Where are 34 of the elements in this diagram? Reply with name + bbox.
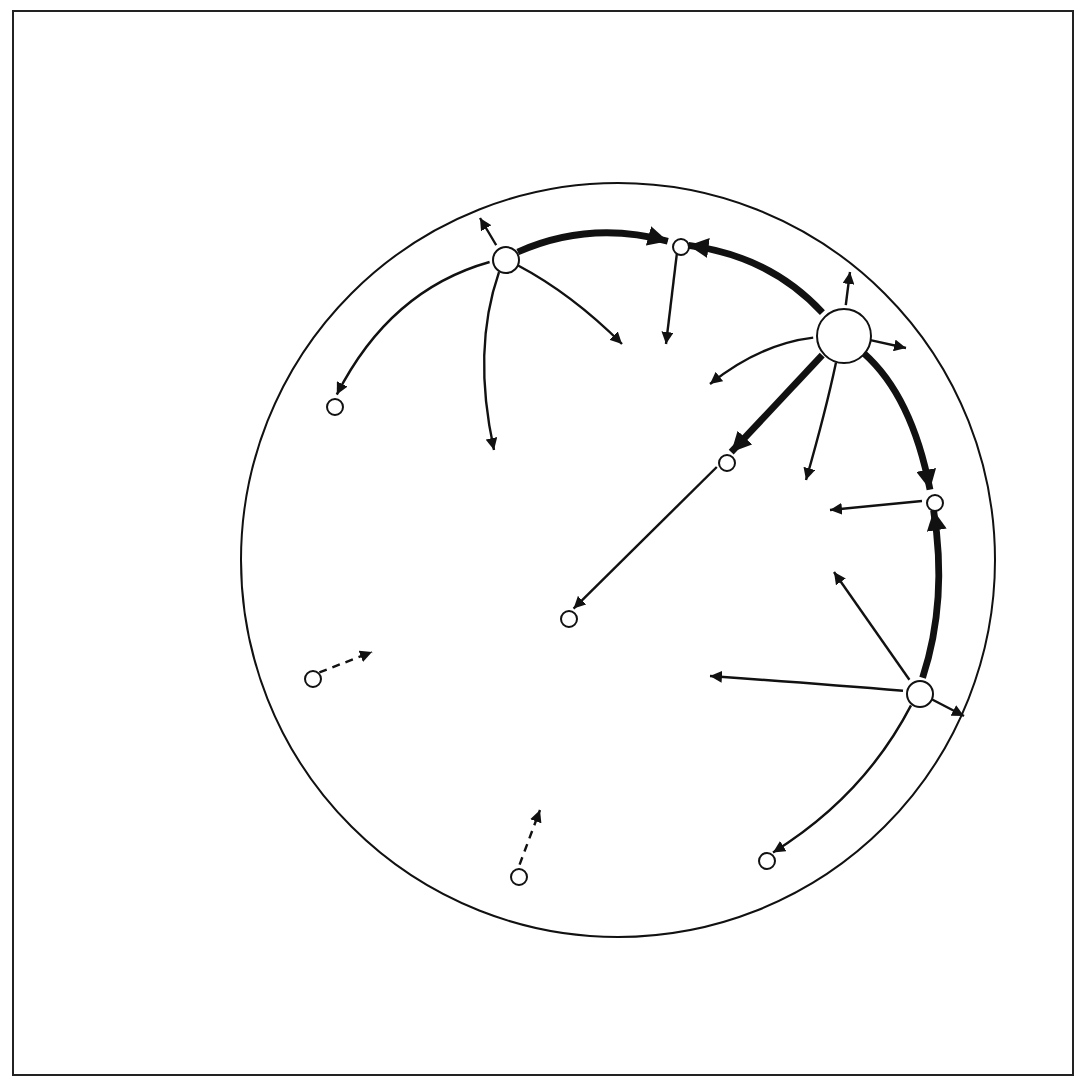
arrow [803,362,838,481]
node-circle [816,308,872,364]
arrow [930,697,965,718]
arrow [772,704,913,854]
arrow [709,670,904,692]
boundary-circle [240,182,996,938]
node-circle [906,680,934,708]
node-circle [559,609,577,627]
arrow [661,253,678,345]
node-circle [757,851,775,869]
node-circle [925,493,943,511]
arrow [483,271,501,451]
arrow [919,509,947,679]
arrow [829,499,923,515]
arrow [870,339,907,352]
arrow [728,352,825,455]
node-circle [509,867,527,885]
arrow [478,217,498,246]
node-circle [671,237,689,255]
arrow [335,260,490,396]
node-circle [492,246,520,274]
arrow [318,650,373,674]
node-circle [325,397,343,415]
arrow [842,271,855,306]
node-circle [717,453,735,471]
arrow [516,226,669,256]
node-circle [303,669,321,687]
arrow [688,238,825,315]
arrow [861,350,936,491]
arrow [518,809,542,865]
arrow [709,336,814,385]
arrow [833,571,911,681]
arrow [516,263,623,345]
arrow [572,466,718,610]
